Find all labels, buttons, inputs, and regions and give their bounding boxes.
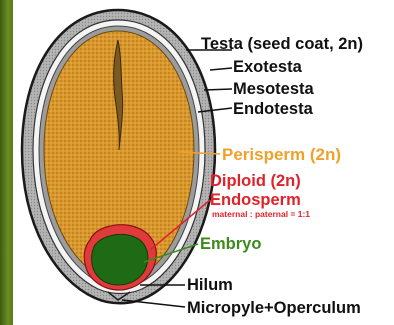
label-mesotesta: Mesotesta [233, 81, 314, 98]
label-hilum: Hilum [187, 277, 233, 294]
label-perisperm: Perisperm (2n) [222, 146, 341, 163]
label-ratio: maternal : paternal = 1:1 [212, 210, 310, 219]
label-endosperm: Endosperm [210, 192, 301, 209]
embryo-region [92, 234, 148, 285]
label-testa: Testa (seed coat, 2n) [201, 36, 363, 53]
label-diploid: Diploid (2n) [210, 173, 301, 190]
label-exotesta: Exotesta [233, 59, 302, 76]
label-micropyle: Micropyle+Operculum [187, 300, 361, 317]
label-embryo: Embryo [200, 236, 261, 253]
label-endotesta: Endotesta [233, 101, 313, 118]
